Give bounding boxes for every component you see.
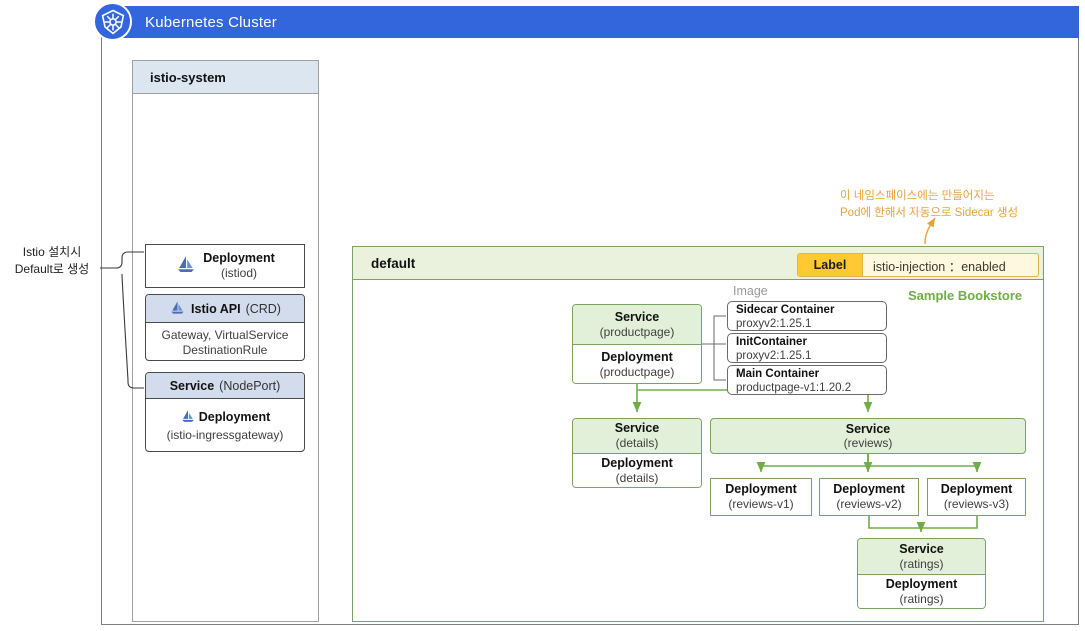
deployment-section: Deployment (ratings)	[858, 575, 985, 608]
card-istio-api-crd[interactable]: Istio API (CRD) Gateway, VirtualService …	[145, 294, 305, 361]
service-name: (productpage)	[599, 324, 675, 339]
istio-sailboat-icon	[175, 253, 197, 280]
deployment-name: (reviews-v2)	[836, 497, 902, 512]
service-header: Service (productpage)	[573, 305, 701, 345]
card-service-nodeport[interactable]: Service (NodePort) Deployment (istio-ing…	[145, 372, 305, 452]
container-box-main[interactable]: Main Container productpage-v1:1.20.2	[727, 365, 887, 395]
service-title: Service	[614, 421, 660, 436]
card-service-details[interactable]: Service (details) Deployment (details)	[572, 418, 702, 488]
card-deployment-reviews-v1[interactable]: Deployment (reviews-v1)	[710, 478, 812, 516]
card-deployment-istiod[interactable]: Deployment (istiod)	[145, 244, 305, 288]
card-subtitle: (istiod)	[220, 266, 257, 281]
container-box-init[interactable]: InitContainer proxyv2:1.25.1	[727, 333, 887, 363]
card-header: Service (NodePort)	[146, 373, 304, 399]
card-title-suffix: (CRD)	[245, 301, 281, 316]
service-name: (reviews)	[843, 436, 893, 450]
container-image: proxyv2:1.25.1	[736, 317, 812, 330]
container-name: Main Container	[736, 368, 820, 380]
annotation-line-1: Istio 설치시	[22, 245, 82, 259]
crd-line-1: Gateway, VirtualService	[161, 327, 289, 342]
kubernetes-helm-icon	[93, 2, 132, 41]
card-title: Istio API	[191, 301, 241, 316]
container-name: Sidecar Container	[736, 304, 835, 316]
sample-bookstore-title: Sample Bookstore	[908, 288, 1023, 303]
label-badge-value: istio-injection ：enabled	[862, 254, 1038, 276]
nodeport-deployment-name: (istio-ingressgateway)	[166, 428, 284, 443]
deployment-title: Deployment	[601, 456, 673, 471]
injection-note-line-1: 이 네임스페이스에는 만들어지는	[840, 190, 995, 202]
card-title: Deployment	[203, 251, 275, 266]
service-title: Service	[614, 309, 660, 324]
deployment-title: Deployment	[833, 482, 905, 497]
image-section-label: Image	[733, 284, 768, 298]
card-service-productpage[interactable]: Service (productpage) Deployment (produc…	[572, 304, 702, 384]
deployment-title: Deployment	[940, 482, 1013, 497]
istio-sailboat-icon	[180, 408, 196, 429]
sidecar-injection-annotation: 이 네임스페이스에는 만들어지는 Pod에 한해서 자동으로 Sidecar 생…	[840, 188, 1080, 223]
deployment-title: Deployment	[601, 349, 673, 364]
service-title: Service	[845, 422, 891, 436]
container-image: productpage-v1:1.20.2	[736, 381, 852, 394]
deployment-title: Deployment	[885, 577, 958, 592]
container-name: InitContainer	[736, 336, 807, 348]
deployment-name: (reviews-v3)	[943, 497, 1010, 512]
namespace-title-text: default	[371, 255, 416, 271]
deployment-section: Deployment (details)	[573, 454, 701, 487]
card-body: Deployment (istio-ingressgateway)	[146, 399, 304, 451]
istio-install-annotation: Istio 설치시 Default로 생성	[6, 244, 98, 279]
card-deployment-reviews-v2[interactable]: Deployment (reviews-v2)	[819, 478, 919, 516]
service-name: (details)	[615, 436, 659, 451]
service-header: Service (details)	[573, 419, 701, 454]
card-service-reviews[interactable]: Service (reviews)	[710, 418, 1026, 454]
crd-line-2: DestinationRule	[182, 342, 268, 357]
istio-injection-label-badge[interactable]: Label istio-injection ：enabled	[797, 253, 1039, 277]
deployment-name: (productpage)	[599, 364, 675, 379]
deployment-name: (details)	[615, 471, 659, 486]
container-image: proxyv2:1.25.1	[736, 349, 812, 362]
card-header: Istio API (CRD)	[146, 295, 304, 323]
label-badge-key: Label	[798, 254, 862, 276]
card-title: Service	[169, 378, 215, 393]
nodeport-deployment-title: Deployment	[198, 410, 271, 425]
annotation-line-2: Default로 생성	[14, 262, 90, 277]
deployment-name: (ratings)	[899, 592, 944, 607]
card-body: Gateway, VirtualService DestinationRule	[146, 323, 304, 360]
deployment-section: Deployment (productpage)	[573, 345, 701, 383]
cluster-title: Kubernetes Cluster	[145, 13, 278, 31]
deployment-title: Deployment	[725, 482, 797, 497]
card-deployment-reviews-v3[interactable]: Deployment (reviews-v3)	[927, 478, 1026, 516]
cluster-header-bar: Kubernetes Cluster	[101, 6, 1079, 38]
service-title: Service	[899, 541, 944, 556]
deployment-name: (reviews-v1)	[728, 497, 794, 512]
card-service-ratings[interactable]: Service (ratings) Deployment (ratings)	[857, 538, 986, 609]
card-title-suffix: (NodePort)	[219, 378, 281, 393]
namespace-title-text: istio-system	[150, 69, 226, 85]
service-name: (ratings)	[899, 556, 944, 571]
namespace-istio-system-title: istio-system	[132, 60, 319, 94]
service-header: Service (ratings)	[858, 539, 985, 575]
injection-note-line-2: Pod에 한해서 자동으로 Sidecar 생성	[840, 207, 1019, 220]
container-box-sidecar[interactable]: Sidecar Container proxyv2:1.25.1	[727, 301, 887, 331]
istio-sailboat-icon	[169, 299, 186, 319]
